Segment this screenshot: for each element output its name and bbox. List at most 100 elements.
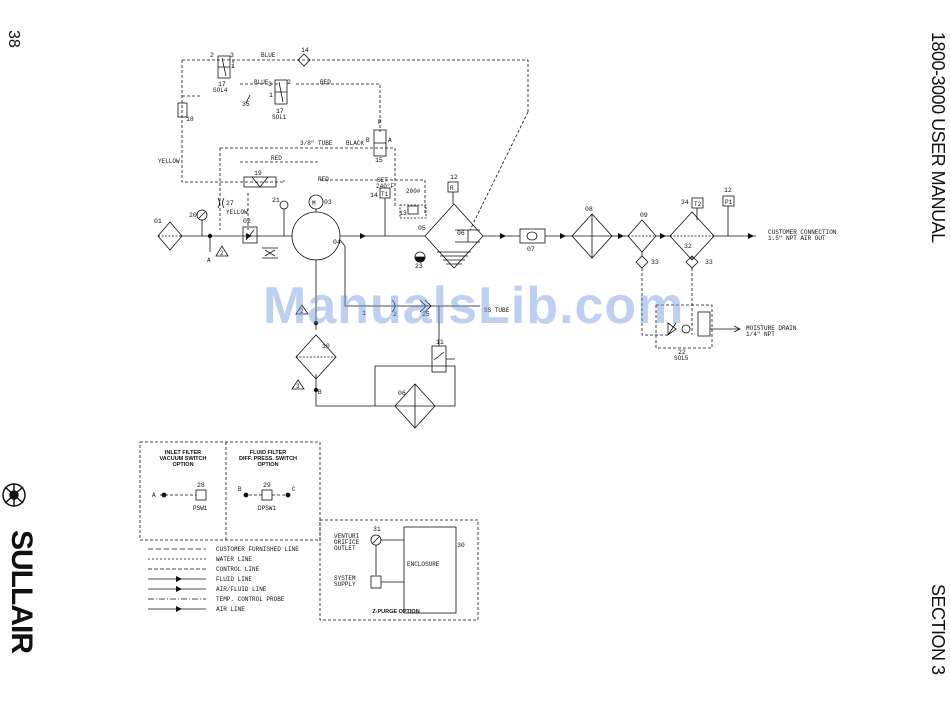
fluid-title-1: FLUID FILTER [250, 450, 287, 456]
fluid-port-c: C [292, 486, 296, 493]
inlet-filter-symbol [157, 221, 183, 251]
num-08: 08 [585, 206, 593, 213]
port-a-label: A [388, 137, 392, 144]
num-34: 34 [681, 199, 689, 206]
customer-connection-size: 1.5" NPT AIR OUT [768, 235, 826, 242]
wire-label-black: BLACK [346, 140, 364, 147]
num-04: 04 [333, 239, 341, 246]
num-02: 02 [243, 218, 251, 225]
wire-label-red-lower: RED [318, 176, 329, 183]
control-lines [181, 59, 529, 231]
r-label: R [450, 185, 454, 192]
watermark: ManualsLib.com [263, 277, 685, 335]
sol1-label: SOL1 [272, 114, 287, 121]
wire-label-red-top: RED [320, 79, 331, 86]
zpurge-num-30: 30 [457, 542, 465, 549]
num-07: 07 [527, 246, 535, 253]
wire-label-blue: BLUE [261, 52, 276, 59]
num-17a: 17 [218, 81, 226, 88]
supply-label-2: SUPPLY [334, 581, 356, 588]
fluid-port-b: B [238, 486, 242, 493]
sol5-label: SOL5 [674, 355, 689, 362]
moisture-drain-label: MOISTURE DRAIN [746, 325, 797, 332]
num-12-p1: 12 [724, 187, 732, 194]
supply-label-1: SYSTEM [334, 575, 356, 582]
legend-item-fluid: FLUID LINE [216, 576, 252, 583]
legend-item-customer: CUSTOMER FURNISHED LINE [216, 546, 299, 553]
inlet-title-2: VACUUM SWITCH [160, 456, 207, 462]
inset-inlet-option: INLET FILTER VACUUM SWITCH OPTION A 28 P… [152, 450, 208, 512]
num-33a: 33 [651, 259, 659, 266]
num-35: 35 [242, 101, 250, 108]
venturi-label-1: VENTURI [334, 533, 359, 540]
separator-tank [424, 203, 484, 269]
num-2-lower: 2 [393, 311, 397, 318]
num-22: 22 [678, 349, 686, 356]
inlet-title-3: OPTION [172, 462, 193, 468]
zpurge-title: Z-PURGE OPTION [372, 609, 419, 615]
num-03: 03 [324, 199, 332, 206]
line-filter-1 [627, 219, 657, 253]
motor-label: M [312, 200, 316, 207]
warning-triangle [215, 245, 229, 257]
zpurge-num-31: 31 [373, 526, 381, 533]
legend-item-water: WATER LINE [216, 556, 252, 563]
triangle-mark-2: 2 [220, 250, 224, 257]
wire-label-ss-tube: SS TUBE [484, 307, 510, 314]
section-label: SECTION 3 [928, 584, 948, 675]
triangle-mark-3: 3 [296, 383, 300, 390]
num-17b: 17 [276, 108, 284, 115]
num-13: 13 [399, 210, 407, 217]
legend-item-air: AIR LINE [216, 606, 245, 613]
set-temp-label: 240°F [376, 183, 394, 190]
inlet-port-a: A [152, 492, 156, 499]
customer-connection-label: CUSTOMER CONNECTION [768, 229, 837, 236]
num-15: 15 [375, 157, 383, 164]
port-a-main-label: A [207, 257, 211, 264]
inlet-psw1: PSW1 [193, 505, 208, 512]
pressure-setting-label: 200# [406, 188, 421, 195]
fluid-filter [295, 334, 337, 380]
wire-label-yellow-small: YELLOW [226, 209, 248, 216]
sullair-logo-icon [2, 483, 26, 507]
num-18: 18 [186, 116, 194, 123]
venturi-label-3: OUTLET [334, 545, 356, 552]
num-14-top: 14 [301, 47, 309, 54]
enclosure-label: ENCLOSURE [407, 561, 440, 568]
num-1-lower: 1 [362, 310, 366, 317]
venturi-label-2: ORIFICE [334, 539, 360, 546]
fluid-title-2: DIFF. PRESS. SWITCH [239, 456, 297, 462]
wire-label-blue-mid: BLUE [254, 79, 269, 86]
num-14-t1: 14 [370, 192, 378, 199]
num-20: 20 [189, 212, 197, 219]
compressor-airend [291, 211, 341, 261]
num-1-sol1: 1 [269, 92, 273, 99]
wire-label-tube: 3/8" TUBE [300, 140, 333, 147]
num-21: 21 [272, 197, 280, 204]
solenoid-sol5 [697, 311, 711, 337]
num-27: 27 [226, 200, 234, 207]
port-p-label: P [378, 119, 382, 126]
inset-fluid-option: FLUID FILTER DIFF. PRESS. SWITCH OPTION … [238, 450, 297, 512]
wire-label-red-mid: RED [271, 155, 282, 162]
legend-item-control: CONTROL LINE [216, 566, 260, 573]
check-valve [519, 228, 546, 244]
port-b-label: B [366, 137, 370, 144]
triangle-mark-2b: 2 [300, 308, 304, 315]
legend-item-probe: TEMP. CONTROL PROBE [216, 596, 285, 603]
sol4-label: SOL4 [213, 87, 228, 94]
zpurge-box [319, 519, 479, 621]
num-05: 05 [418, 225, 426, 232]
thermal-valve [431, 345, 447, 373]
num-2-sol4: 2 [210, 52, 214, 59]
num-32: 32 [684, 243, 692, 250]
manual-title: 1800-3000 USER MANUAL [928, 32, 948, 243]
inlet-valve-symbol [242, 226, 258, 244]
p1-label: P1 [725, 199, 733, 206]
num-11: 11 [436, 339, 444, 346]
num-1-sol4: 1 [231, 63, 235, 70]
fluid-num-29: 29 [263, 482, 271, 489]
num-33b: 33 [705, 259, 713, 266]
enclosure-box [403, 526, 457, 614]
t2-label: T2 [694, 201, 702, 208]
